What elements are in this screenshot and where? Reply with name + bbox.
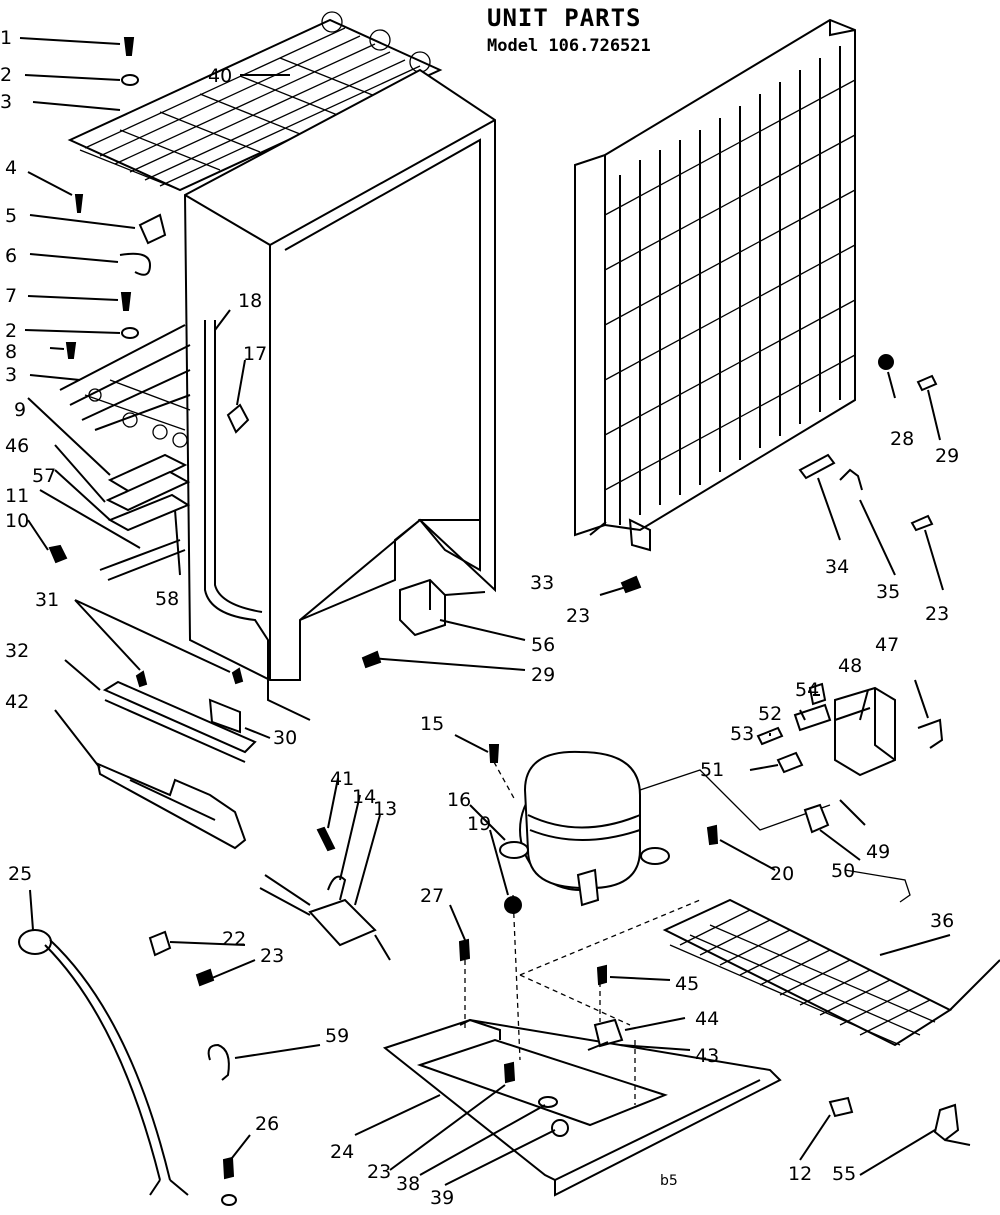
callout-label: 40 [208, 65, 232, 87]
page-mark: b5 [660, 1173, 678, 1189]
callout-label: 58 [155, 588, 179, 610]
callout-label: 2 [0, 64, 12, 86]
callout-label: 36 [930, 910, 954, 932]
callout-label: 57 [32, 465, 56, 487]
callout-label: 44 [695, 1008, 719, 1030]
callout-label: 23 [925, 603, 949, 625]
callout-label: 20 [770, 863, 794, 885]
base-pan [382, 1018, 782, 1197]
callout-label: 31 [35, 589, 59, 611]
condenser-bottom-coil [662, 898, 1000, 1047]
callout-label: 23 [367, 1161, 391, 1183]
callout-label: 51 [700, 759, 724, 781]
front-grille-parts [96, 667, 257, 850]
callout-label: 29 [531, 664, 555, 686]
grommet-part [148, 930, 172, 957]
power-cord [18, 929, 189, 1196]
callout-label: 48 [838, 655, 862, 677]
dashed-guide-lines [493, 761, 701, 1105]
callout-labels: 1 2 40 3 4 5 6 7 2 8 3 18 17 9 46 57 11 … [0, 27, 959, 1209]
screw-part [706, 824, 719, 846]
callout-label: 2 [5, 320, 17, 342]
condenser-coil [574, 18, 856, 552]
callout-label: 59 [325, 1025, 349, 1047]
callout-label: 7 [5, 285, 17, 307]
callout-label: 22 [222, 928, 246, 950]
left-hardware [48, 37, 167, 564]
defrost-components [259, 826, 391, 961]
bracket-part [208, 698, 241, 734]
drain-tube [204, 320, 311, 721]
callout-label: 47 [875, 634, 899, 656]
callout-label: 24 [330, 1141, 354, 1163]
callout-label: 50 [831, 860, 855, 882]
screw-part [195, 968, 215, 987]
callout-label: 25 [8, 863, 32, 885]
callout-label: 16 [447, 789, 471, 811]
callout-label: 42 [5, 691, 29, 713]
clip-part [226, 403, 250, 434]
callout-label: 29 [935, 445, 959, 467]
callout-label: 34 [825, 556, 849, 578]
callout-label: 32 [5, 640, 29, 662]
condenser-hardware [620, 354, 938, 594]
callout-label: 30 [273, 727, 297, 749]
callout-label: 27 [420, 885, 444, 907]
callout-label: 8 [5, 341, 17, 363]
tubing-line [639, 769, 831, 831]
callout-label: 53 [730, 723, 754, 745]
callout-label: 11 [5, 485, 29, 507]
callout-label: 55 [832, 1163, 856, 1185]
callout-label: 45 [675, 973, 699, 995]
valve-bracket [361, 578, 486, 669]
callout-label: 19 [467, 813, 491, 835]
cabinet-liner [183, 68, 496, 681]
callout-label: 46 [5, 435, 29, 457]
callout-label: 17 [243, 343, 267, 365]
callout-label: 39 [430, 1187, 454, 1209]
callout-label: 35 [876, 581, 900, 603]
leader-lines [19, 37, 951, 1186]
callout-label: 15 [420, 713, 444, 735]
diagram-title: UNIT PARTS [487, 4, 642, 32]
callout-label: 1 [0, 27, 12, 49]
callout-label: 3 [5, 364, 17, 386]
callout-label: 26 [255, 1113, 279, 1135]
callout-label: 38 [396, 1173, 420, 1195]
callout-label: 49 [866, 841, 890, 863]
screw-part [222, 1156, 235, 1180]
compressor [488, 744, 670, 914]
callout-label: 3 [0, 91, 12, 113]
callout-label: 23 [566, 605, 590, 627]
callout-label: 5 [5, 205, 17, 227]
base-hardware [458, 938, 624, 1051]
callout-label: 41 [330, 768, 354, 790]
callout-label: 4 [5, 157, 17, 179]
callout-label: 33 [530, 572, 554, 594]
callout-label: 10 [5, 510, 29, 532]
callout-label: 23 [260, 945, 284, 967]
washer-part [221, 1194, 237, 1206]
small-fitting [828, 1096, 854, 1118]
callout-label: 12 [788, 1163, 812, 1185]
callout-label: 54 [795, 679, 819, 701]
callout-label: 28 [890, 428, 914, 450]
callout-label: 13 [373, 798, 397, 820]
ground-screw [933, 1103, 960, 1142]
callout-label: 6 [5, 245, 17, 267]
relay-assembly [756, 682, 944, 903]
callout-label: 56 [531, 634, 555, 656]
drip-tray-parts [99, 453, 191, 581]
callout-label: 52 [758, 703, 782, 725]
callout-label: 43 [695, 1045, 719, 1067]
callout-label: 9 [14, 399, 26, 421]
callout-label: 18 [238, 290, 262, 312]
clamp-part [207, 1043, 230, 1081]
evaporator-coil-lower [59, 324, 191, 448]
callout-label: 14 [352, 786, 376, 808]
model-number: Model 106.726521 [487, 36, 651, 56]
